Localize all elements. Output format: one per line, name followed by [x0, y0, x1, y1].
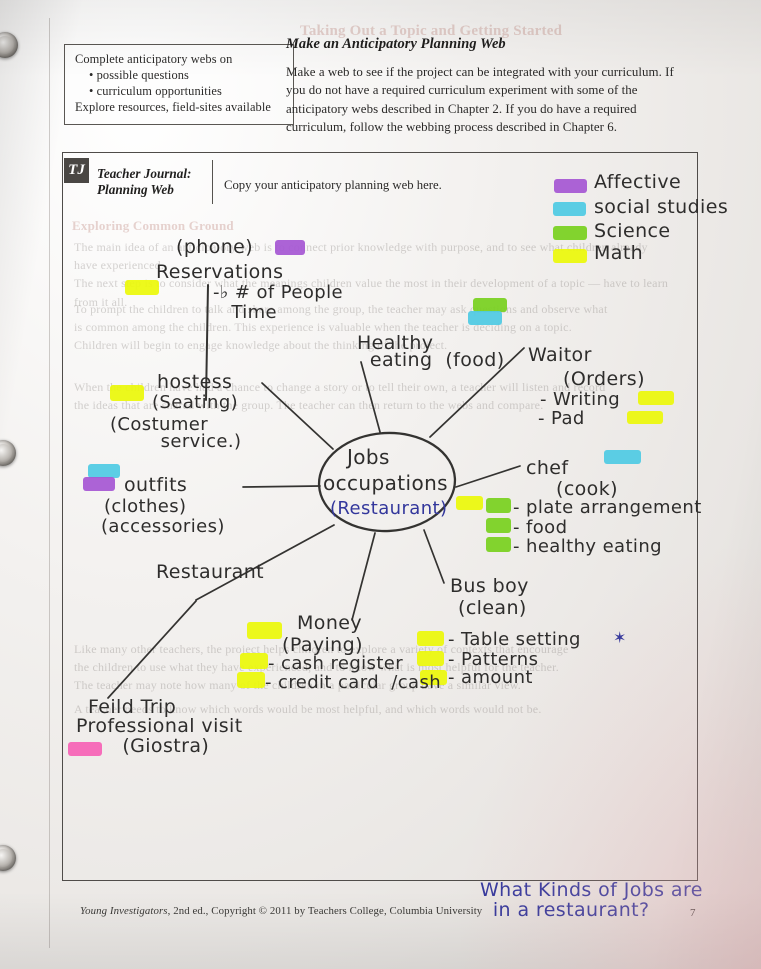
highlight-table-setting-yellow: [417, 631, 444, 646]
highlight-patterns-yellow: [417, 651, 444, 666]
legend-label-affective: Affective: [594, 171, 682, 193]
binder-ring-bottom: [0, 845, 16, 871]
hostess-title: hostess: [157, 371, 233, 393]
outfits-sub-1: (clothes): [104, 496, 187, 517]
highlight-phone-purple: [275, 240, 305, 255]
tj-title-line-1: Teacher Journal:: [97, 166, 192, 181]
page-left-edge: [49, 18, 51, 948]
ghost-paragraph-1: The main idea of an anticipatory web is …: [74, 240, 669, 309]
highlight-credit-card-yellow: [237, 672, 265, 688]
ghost-subheading: Exploring Common Ground: [72, 218, 234, 233]
bottom-note-line-2: in a restaurant?: [480, 899, 650, 921]
highlight-writing-yellow: [638, 391, 674, 405]
teacher-journal-title: Teacher Journal: Planning Web: [97, 166, 191, 198]
highlight-healthy-cyan: [468, 311, 502, 325]
reservations-title: Reservations: [156, 261, 284, 283]
highlight-healthy-eating-green: [486, 537, 511, 552]
healthy-eating-line-1: Healthy: [357, 332, 434, 354]
waiter-item-1: - Writing: [540, 389, 621, 410]
busboy-item-3: - amount: [448, 667, 533, 688]
highlight-amount-yellow: [420, 670, 447, 685]
reservations-detail-1: -♭ # of People: [213, 282, 343, 303]
hostess-sub-3: service.): [130, 431, 242, 452]
legend-swatch-math: [553, 249, 587, 263]
page-number: 7: [690, 907, 696, 919]
highlight-food-green: [486, 518, 511, 533]
teacher-journal-badge: TJ: [64, 158, 89, 183]
highlight-healthy-green: [473, 298, 507, 312]
legend-swatch-affective: [554, 179, 587, 193]
highlight-hostess-yellow: [110, 385, 144, 401]
ghost-heading: Taking Out a Topic and Getting Started: [300, 23, 563, 39]
callout-line-4: Explore resources, field-sites available: [75, 99, 271, 114]
highlight-reservations-yellow: [125, 280, 159, 295]
waiter-sub: (Orders): [563, 368, 645, 390]
footer-title: Young Investigators: [80, 905, 168, 917]
center-node-line-1: Jobs: [347, 445, 390, 469]
outfits-sub-2: (accessories): [101, 516, 225, 537]
legend-label-math: Math: [594, 242, 644, 264]
highlight-plate-green: [486, 498, 511, 513]
waiter-title: Waitor: [528, 344, 592, 366]
highlight-cash-register-yellow: [240, 653, 268, 669]
money-title: Money: [297, 612, 362, 634]
legend-swatch-science: [553, 226, 587, 240]
article-heading: Make an Anticipatory Planning Web: [286, 36, 506, 52]
binder-ring-middle: [0, 440, 16, 466]
tj-title-line-2: Planning Web: [97, 182, 174, 198]
busboy-star-icon: ✶: [613, 628, 627, 647]
highlight-giostra-pink: [68, 742, 102, 756]
article-body: Make a web to see if the project can be …: [286, 65, 674, 134]
outfits-title: outfits: [124, 474, 188, 496]
busboy-sub: (clean): [458, 597, 527, 619]
legend-label-science: Science: [594, 220, 671, 242]
highlight-outfits-purple: [83, 477, 115, 491]
teacher-journal-instruction: Copy your anticipatory planning web here…: [224, 178, 442, 192]
field-trip-line-1: Feild Trip: [88, 696, 177, 718]
money-item-2: - credit card /cash: [265, 672, 442, 693]
legend-swatch-social-studies: [553, 202, 586, 216]
center-node-line-2: occupations: [323, 471, 448, 495]
busboy-title: Bus boy: [450, 575, 529, 597]
healthy-eating-line-2: eating (food): [357, 349, 505, 371]
money-sub: (Paying): [282, 634, 363, 656]
busboy-item-2: - Patterns: [448, 649, 539, 670]
callout-box: Complete anticipatory webs on • possible…: [64, 44, 294, 125]
highlight-chef-yellow: [456, 496, 483, 510]
highlight-pad-yellow: [627, 411, 663, 424]
teacher-journal-frame: [62, 152, 698, 881]
highlight-chef-cyan: [604, 450, 641, 464]
hostess-sub-1: (Seating): [152, 392, 239, 413]
chef-item-3: - healthy eating: [513, 536, 662, 557]
binder-ring-top: [0, 32, 18, 58]
teacher-journal-divider: [212, 160, 214, 204]
chef-item-2: - food: [513, 517, 568, 538]
ghost-paragraph-5: A teacher needs to know which words woul…: [74, 702, 542, 716]
hostess-sub-2: (Costumer: [110, 414, 209, 435]
callout-line-2: • possible questions: [89, 67, 189, 82]
legend-label-social-studies: social studies: [594, 196, 729, 218]
reservations-phone: (phone): [176, 236, 254, 258]
center-node-line-3: (Restaurant): [330, 498, 448, 519]
bottom-note-line-1: What Kinds of Jobs are: [480, 879, 703, 901]
chef-sub: (cook): [556, 478, 618, 500]
callout-line-3: • curriculum opportunities: [89, 83, 222, 98]
field-trip-line-2: Professional visit: [76, 715, 243, 737]
callout-line-1: Complete anticipatory webs on: [75, 52, 233, 66]
field-trip-line-3: (Giostra): [103, 735, 210, 757]
footer-rest: , 2nd ed., Copyright © 2011 by Teachers …: [167, 905, 483, 917]
highlight-money-yellow: [247, 622, 282, 639]
busboy-item-1: - Table setting: [448, 629, 581, 650]
highlight-outfits-cyan: [88, 464, 120, 478]
chef-item-1: - plate arrangement: [513, 497, 702, 518]
restaurant-title: Restaurant: [156, 561, 265, 583]
page-footer: Young Investigators, 2nd ed., Copyright …: [80, 905, 482, 917]
chef-title: chef: [526, 457, 569, 479]
waiter-item-2: - Pad: [538, 408, 585, 429]
money-item-1: - cash register: [268, 653, 404, 674]
reservations-detail-2: Time: [213, 302, 278, 323]
